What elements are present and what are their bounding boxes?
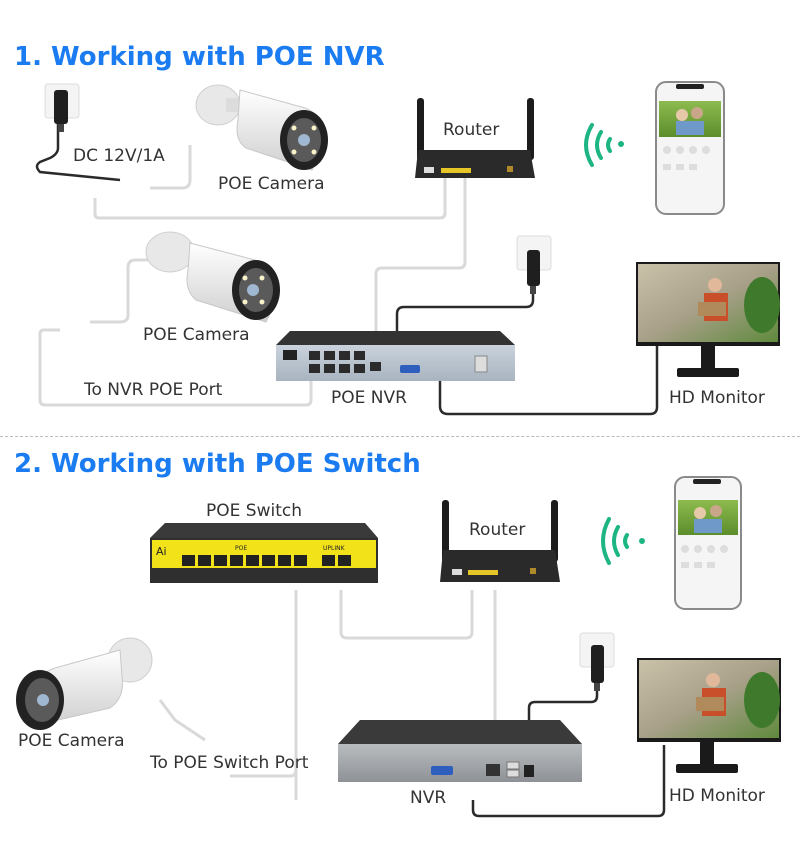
wifi-dot-1: [618, 141, 624, 147]
switch-brand-label: Ai: [156, 545, 167, 558]
ethernet-cables-2: [158, 590, 497, 800]
section-1-diagram: [35, 81, 780, 416]
router-2-icon: [440, 500, 560, 582]
nvr-icon: [338, 720, 582, 782]
ethernet-cables-1: [38, 145, 467, 407]
poe-switch-icon: Ai POE UPLINK: [150, 523, 378, 583]
wifi-signal-icon-1: [584, 123, 612, 167]
power-adapter-icon-3: [579, 632, 615, 691]
poe-camera-3-label: POE Camera: [18, 731, 125, 751]
poe-camera-2-label: POE Camera: [143, 325, 250, 345]
poe-switch-label: POE Switch: [206, 501, 302, 521]
poe-nvr-icon: [276, 331, 515, 381]
switch-port-label: To POE Switch Port: [150, 753, 309, 773]
hd-monitor-1-icon: [636, 262, 780, 377]
dc-power-label: DC 12V/1A: [73, 146, 165, 166]
power-cables-2: [471, 690, 666, 818]
section-2-title: 2. Working with POE Switch: [14, 449, 421, 479]
wifi-signal-icon-2: [601, 517, 629, 565]
router-1-label: Router: [443, 120, 500, 140]
poe-camera-1-icon: [195, 84, 328, 171]
power-cables-1: [35, 115, 659, 416]
poe-camera-2-icon: [145, 231, 280, 323]
poe-nvr-label: POE NVR: [331, 388, 407, 408]
hd-monitor-2-icon: [637, 658, 781, 773]
hd-monitor-2-label: HD Monitor: [669, 786, 765, 806]
hd-monitor-1-label: HD Monitor: [669, 388, 765, 408]
smartphone-2-icon: [674, 476, 742, 610]
smartphone-1-icon: [655, 81, 725, 215]
section-1-title: 1. Working with POE NVR: [14, 42, 385, 72]
switch-poe-label: POE: [235, 545, 247, 552]
wifi-dot-2: [639, 538, 645, 544]
section-divider: [0, 436, 800, 437]
switch-uplink-label: UPLINK: [323, 545, 346, 552]
poe-camera-3-icon: [16, 637, 153, 730]
router-1-icon: [415, 98, 535, 178]
power-adapter-icon-2: [516, 235, 552, 294]
section-2-diagram: Ai POE UPLINK: [16, 476, 781, 818]
nvr-port-label: To NVR POE Port: [84, 380, 223, 400]
poe-camera-1-label: POE Camera: [218, 174, 325, 194]
nvr-label: NVR: [410, 788, 447, 808]
power-adapter-icon: [44, 83, 80, 132]
router-2-label: Router: [469, 520, 526, 540]
